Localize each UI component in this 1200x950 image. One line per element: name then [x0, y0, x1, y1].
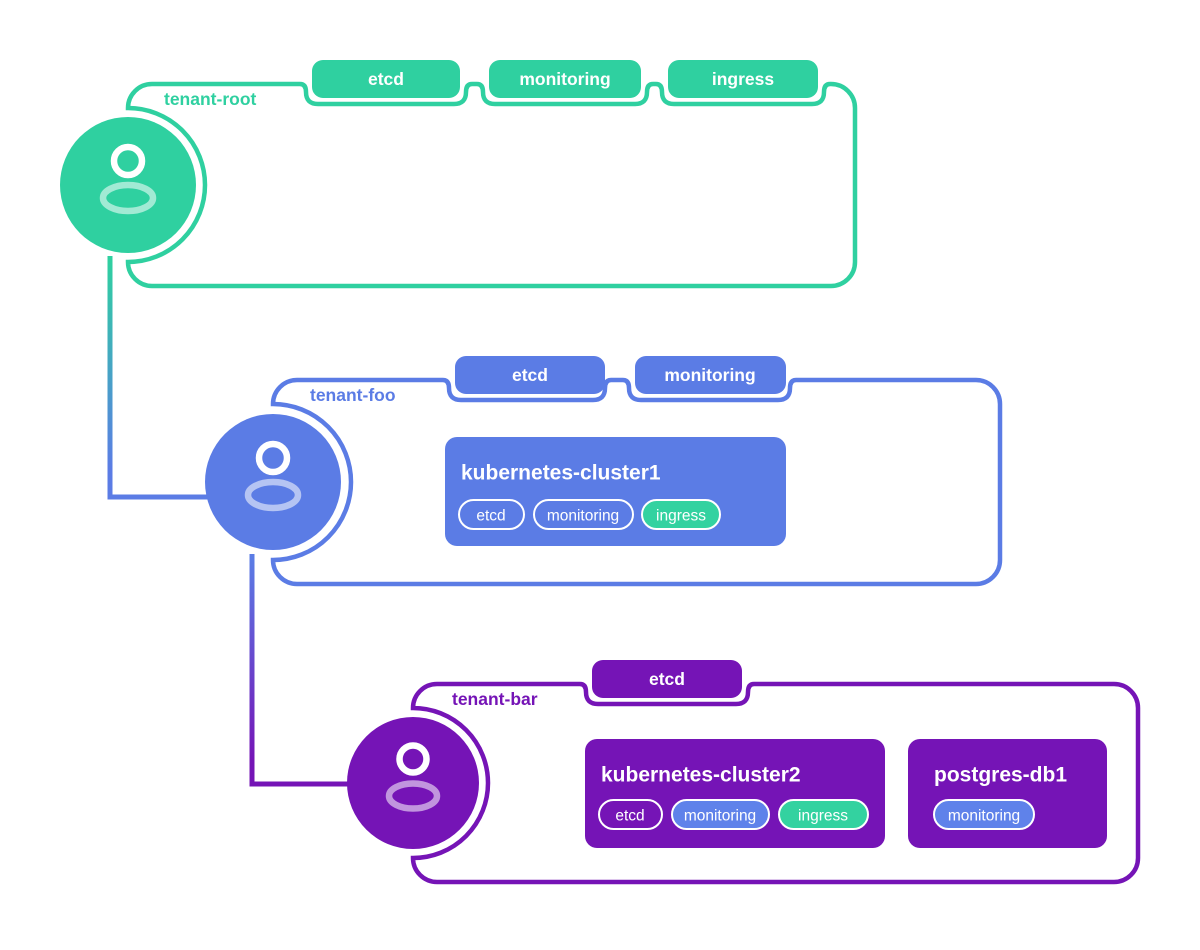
card-title: postgres-db1	[934, 763, 1067, 786]
connector-foo-to-bar	[249, 554, 350, 787]
card-shape	[908, 739, 1107, 848]
pill-label: etcd	[476, 507, 505, 524]
user-body-icon	[385, 780, 441, 812]
tenant-foo-badge-etcd: etcd	[455, 356, 605, 394]
badge-shape	[635, 356, 786, 394]
badge-shape	[592, 660, 742, 698]
card-title: kubernetes-cluster2	[601, 763, 801, 786]
user-icon	[99, 143, 157, 215]
user-head-icon	[110, 143, 146, 179]
tenant-root-badge-ingress: ingress	[668, 60, 818, 98]
pill-label: etcd	[615, 807, 644, 824]
tenant-root-avatar	[60, 117, 196, 253]
pill-ingress: ingress	[641, 499, 721, 530]
pill-ingress: ingress	[778, 799, 869, 830]
pill-label: monitoring	[547, 507, 619, 524]
tenant-root-label: tenant-root	[164, 89, 257, 109]
pill-etcd: etcd	[458, 499, 525, 530]
badge-shape	[668, 60, 818, 98]
badge-label: etcd	[512, 365, 548, 385]
card-shape	[585, 739, 885, 848]
tenant-foo-group: tenant-foo etcd monitoring kubernetes-cl…	[205, 356, 1003, 587]
pill-label: ingress	[798, 807, 848, 824]
pill-shape	[598, 799, 663, 830]
tenant-root-badge-etcd: etcd	[312, 60, 460, 98]
tenant-root-group: tenant-root etcd monitoring ingress	[60, 60, 858, 289]
card-title: kubernetes-cluster1	[461, 461, 661, 484]
pill-shape	[533, 499, 634, 530]
tenant-bar-avatar	[347, 717, 479, 849]
badge-shape	[455, 356, 605, 394]
pill-label: ingress	[656, 507, 706, 524]
badge-label: etcd	[649, 669, 685, 689]
pill-monitoring: monitoring	[671, 799, 770, 830]
tenant-foo-avatar	[205, 414, 341, 550]
pill-shape	[778, 799, 869, 830]
badge-label: ingress	[712, 69, 775, 89]
pill-shape	[671, 799, 770, 830]
card-kubernetes-cluster1: kubernetes-cluster1 etcd monitoring ingr…	[445, 437, 786, 546]
tenant-foo-container	[270, 377, 1003, 587]
user-icon	[385, 742, 441, 812]
user-head-icon	[255, 440, 291, 476]
badge-label: monitoring	[519, 69, 610, 89]
badge-shape	[489, 60, 641, 98]
pill-etcd: etcd	[598, 799, 663, 830]
pill-label: monitoring	[684, 807, 756, 824]
pill-shape	[933, 799, 1035, 830]
tenant-bar-label: tenant-bar	[452, 689, 538, 709]
tenant-root-container	[125, 81, 858, 289]
user-icon	[244, 440, 302, 512]
user-body-icon	[99, 181, 157, 215]
pill-monitoring: monitoring	[933, 799, 1035, 830]
card-kubernetes-cluster2: kubernetes-cluster2 etcd monitoring ingr…	[585, 739, 885, 848]
badge-label: monitoring	[664, 365, 755, 385]
pill-monitoring: monitoring	[533, 499, 634, 530]
tenant-root-badge-monitoring: monitoring	[489, 60, 641, 98]
pill-shape	[641, 499, 721, 530]
badge-label: etcd	[368, 69, 404, 89]
user-body-icon	[244, 478, 302, 512]
user-head-icon	[396, 742, 430, 776]
tenant-bar-container	[410, 681, 1141, 885]
tenant-foo-label: tenant-foo	[310, 385, 396, 405]
badge-shape	[312, 60, 460, 98]
tenant-foo-badge-monitoring: monitoring	[635, 356, 786, 394]
tenant-bar-group: tenant-bar etcd kubernetes-cluster2 etcd…	[347, 660, 1141, 885]
card-postgres-db1: postgres-db1 monitoring	[908, 739, 1107, 848]
connector-root-to-foo	[107, 256, 210, 500]
pill-label: monitoring	[948, 807, 1020, 824]
pill-shape	[458, 499, 525, 530]
tenant-bar-badge-etcd: etcd	[592, 660, 742, 698]
